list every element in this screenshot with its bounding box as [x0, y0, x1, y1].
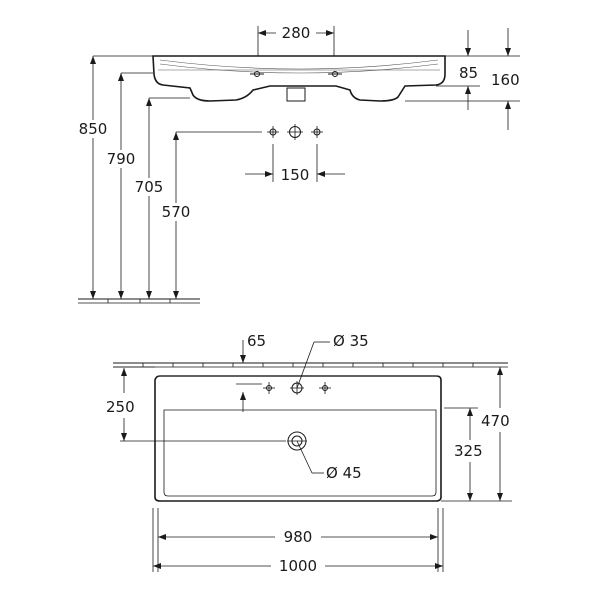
dim-label-65: 65 [247, 332, 266, 350]
tap-hole-left [250, 71, 264, 77]
dim-label-570: 570 [162, 203, 191, 221]
wall-hatch-ticks [142, 363, 474, 367]
dim-label-850: 850 [79, 120, 108, 138]
tap-hole-small-right [311, 126, 323, 138]
dim-label-d45: Ø 45 [326, 464, 362, 482]
dim-height-705: 705 [130, 97, 190, 299]
dim-label-705: 705 [135, 178, 164, 196]
dim-rim-and-depth: 85 160 [405, 28, 520, 130]
plan-tap-holes [263, 381, 331, 395]
dim-tap-hole-diameter: Ø 35 [296, 332, 369, 389]
dim-label-250: 250 [106, 398, 135, 416]
basin-plan-outline [154, 375, 442, 502]
dim-drain-diameter: Ø 45 [296, 440, 362, 482]
wall-line [113, 362, 508, 368]
side-view: 280 85 160 850 [74, 24, 520, 304]
dim-depth-470: 470 [441, 367, 512, 502]
tap-hole-right [328, 71, 342, 77]
basin-side-profile [152, 55, 446, 102]
dim-depth-325: 325 [444, 407, 483, 501]
dim-outer-width: 1000 [152, 508, 444, 575]
dim-label-85: 85 [459, 64, 478, 82]
dim-offset-65: 65 [236, 332, 266, 412]
dim-label-470: 470 [481, 412, 510, 430]
dim-tap-spacing-top: 280 [257, 24, 335, 56]
dim-label-d35: Ø 35 [333, 332, 369, 350]
dim-label-790: 790 [107, 150, 136, 168]
plan-tap-left [263, 382, 275, 394]
dim-label-1000: 1000 [279, 557, 317, 575]
dim-inner-width: 980 [157, 508, 439, 572]
plan-tap-right [319, 382, 331, 394]
dim-height-570: 570 [157, 131, 262, 299]
plan-drain [287, 431, 307, 451]
dim-depth-250: 250 [106, 366, 286, 442]
dim-label-150: 150 [281, 166, 310, 184]
plan-view: 65 Ø 35 250 Ø 45 [106, 332, 512, 575]
tap-hole-center [287, 124, 303, 140]
floor-line [78, 298, 200, 304]
dim-label-325: 325 [454, 442, 483, 460]
mixer-hole-layout: 150 [245, 124, 345, 184]
dim-height-790: 790 [102, 72, 153, 299]
tap-hole-small-left [267, 126, 279, 138]
dim-label-160: 160 [491, 71, 520, 89]
dim-label-980: 980 [284, 528, 313, 546]
dim-height-850: 850 [74, 55, 153, 299]
dim-label-280-text: 280 [282, 24, 311, 42]
